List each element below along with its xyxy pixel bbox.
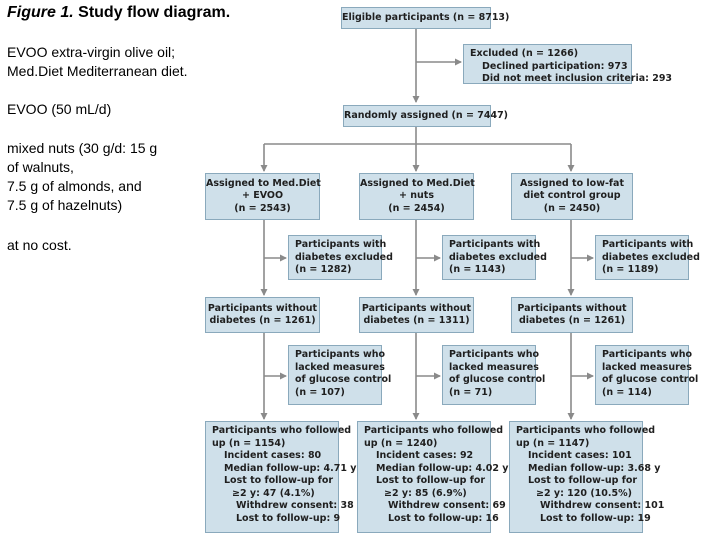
arm1-lacked-measures-box: Participants who lacked measures of gluc… — [288, 345, 391, 405]
arm3-assigned-box: Assigned to low-fat diet control group (… — [511, 173, 633, 220]
arm2-diabetes-excluded-box: Participants with diabetes excluded (n =… — [442, 235, 547, 280]
excluded-title: Excluded (n = 1266) — [470, 48, 579, 59]
arm3-without-diabetes-box: Participants without diabetes (n = 1261) — [511, 297, 633, 333]
arm2-lacked-measures-box: Participants who lacked measures of gluc… — [442, 345, 545, 405]
excluded-box: Excluded (n = 1266) Declined participati… — [463, 44, 673, 84]
abbreviations-note: EVOO extra-virgin olive oil; Med.Diet Me… — [7, 44, 188, 79]
nuts-dose-note: mixed nuts (30 g/d: 15 g of walnuts, 7.5… — [7, 140, 158, 213]
arm2-without-diabetes-box: Participants without diabetes (n = 1311) — [359, 297, 474, 333]
arm3-lacked-measures-box: Participants who lacked measures of gluc… — [595, 345, 698, 405]
figure-title-text: Study flow diagram. — [78, 4, 231, 21]
evoo-dose-note: EVOO (50 mL/d) — [7, 101, 112, 117]
arm3-followed-up-box: Participants who followed up (n = 1147) … — [509, 421, 664, 533]
arm1-assigned-box: Assigned to Med.Diet + EVOO (n = 2543) — [205, 173, 321, 220]
arm3-diabetes-excluded-box: Participants with diabetes excluded (n =… — [595, 235, 700, 280]
eligible-participants-box: Eligible participants (n = 8713) — [341, 7, 509, 29]
arm1-diabetes-excluded-box: Participants with diabetes excluded (n =… — [288, 235, 393, 280]
figure-title: Figure 1. Study flow diagram. — [7, 3, 230, 22]
arm1-followed-up-box: Participants who followed up (n = 1154) … — [205, 421, 356, 533]
excluded-declined: Declined participation: 973 — [482, 60, 628, 72]
arm2-followed-up-box: Participants who followed up (n = 1240) … — [357, 421, 508, 533]
figure-label: Figure 1. — [7, 4, 74, 21]
cost-note: at no cost. — [7, 237, 72, 253]
arm1-without-diabetes-box: Participants without diabetes (n = 1261) — [205, 297, 320, 333]
randomly-assigned-box: Randomly assigned (n = 7447) — [343, 105, 508, 127]
arm2-assigned-box: Assigned to Med.Diet + nuts (n = 2454) — [359, 173, 475, 220]
excluded-not-meet: Did not meet inclusion criteria: 293 — [482, 73, 673, 84]
